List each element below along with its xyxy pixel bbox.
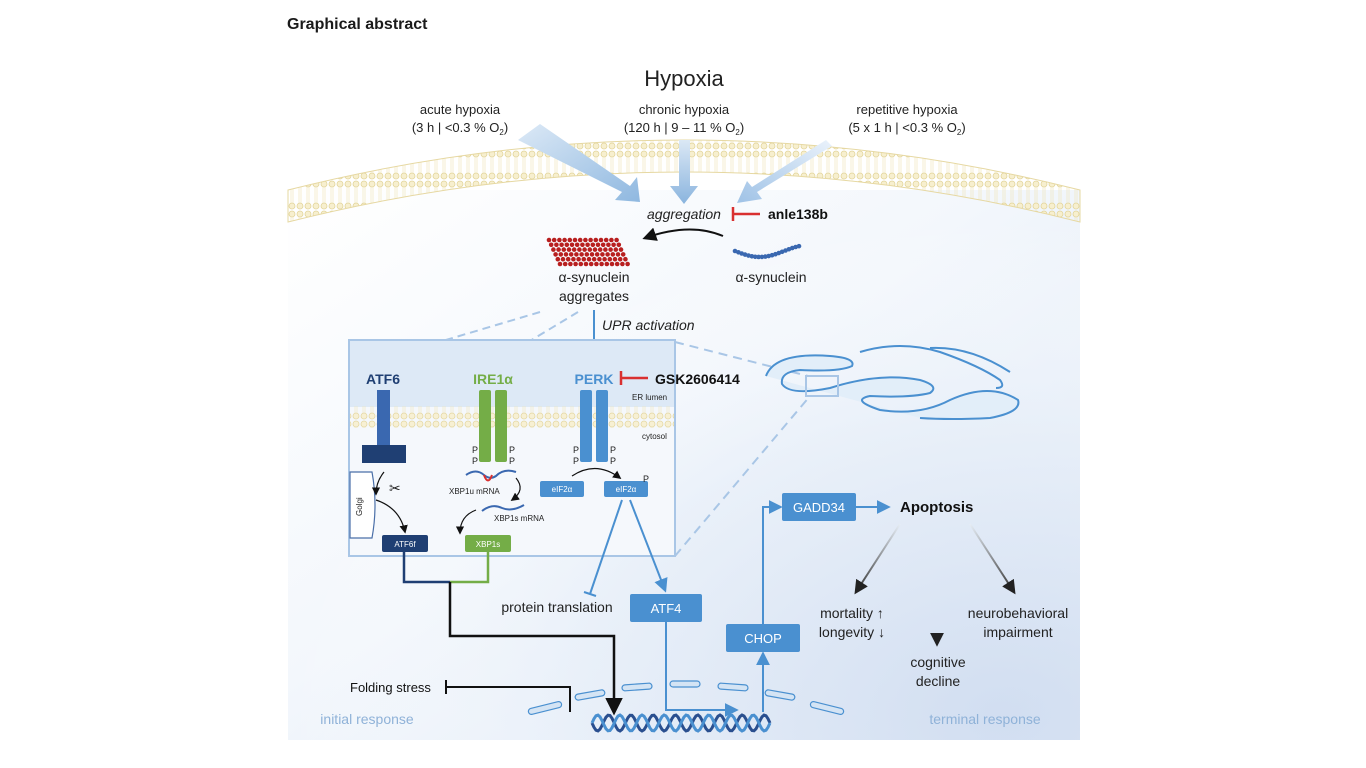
aggregates-label-2: aggregates	[559, 288, 629, 304]
ire1-label: IRE1α	[473, 371, 513, 387]
atf6-cytosolic-domain	[362, 445, 406, 463]
atf4-dna-arrow	[665, 622, 739, 717]
perk-p1: P	[573, 445, 579, 455]
monomer-icon	[732, 243, 802, 260]
translation-inhibition-line	[589, 499, 623, 595]
mortality-arrow	[854, 523, 901, 595]
ire1-receptor-left	[479, 390, 491, 462]
protein-translation-label: protein translation	[501, 599, 612, 615]
gadd34-label: GADD34	[793, 500, 845, 515]
xbp1s-label: XBP1s	[476, 540, 500, 549]
atf6f-label: ATF6f	[394, 540, 416, 549]
atf6-receptor	[377, 390, 390, 446]
xbp1s-box	[465, 535, 511, 552]
neuro-label-1: neurobehavioral	[968, 605, 1068, 621]
er-organelle-icon	[765, 345, 1020, 420]
cognitive-label-1: cognitive	[910, 654, 965, 670]
hypoxia-title: Hypoxia	[644, 66, 724, 91]
acute-hypoxia-condition: (3 h | <0.3 % O2)	[412, 120, 508, 137]
cytosol-label: cytosol	[642, 432, 667, 441]
repetitive-hypoxia-condition: (5 x 1 h | <0.3 % O2)	[848, 120, 965, 137]
eif2a-p-box	[604, 481, 648, 497]
acute-hypoxia-arrow	[518, 124, 640, 202]
xbp1u-label: XBP1u mRNA	[449, 487, 500, 496]
initial-response-label: initial response	[320, 711, 414, 727]
cognitive-label-2: decline	[916, 673, 961, 689]
chronic-hypoxia-arrow	[670, 140, 698, 204]
upr-label: UPR activation	[602, 317, 695, 333]
aggregates-label-1: α-synuclein	[558, 269, 629, 285]
xbp1s-arrow	[455, 509, 477, 535]
perk-p3: P	[610, 445, 616, 455]
gadd34-box	[782, 493, 856, 521]
nucleus-arrow	[448, 582, 623, 716]
ire1-p3: P	[509, 445, 515, 455]
xbp1-splice-arrow	[510, 477, 521, 501]
folding-stress-label: Folding stress	[350, 680, 431, 695]
eif2a-box	[540, 481, 584, 497]
aggregation-label: aggregation	[647, 206, 721, 222]
chronic-hypoxia-condition: (120 h | 9 – 11 % O2)	[624, 120, 744, 137]
atf4-box	[630, 594, 702, 622]
nuclear-envelope	[527, 680, 845, 715]
perk-p4: P	[610, 456, 616, 466]
dna-helix-icon	[590, 713, 772, 733]
translation-inhibition-bar	[583, 591, 597, 597]
repetitive-hypoxia-arrow	[737, 140, 832, 203]
er-zoom-marker	[805, 375, 839, 397]
ire1-p1: P	[472, 445, 478, 455]
golgi-label: Golgi	[355, 497, 364, 516]
atf6-label: ATF6	[366, 371, 400, 387]
terminal-response-label: terminal response	[929, 711, 1040, 727]
perk-p2: P	[573, 456, 579, 466]
chronic-hypoxia-label: chronic hypoxia	[639, 102, 730, 117]
apoptosis-label: Apoptosis	[900, 499, 973, 516]
monomer-label: α-synuclein	[735, 269, 806, 285]
scissors-icon: ✂	[389, 480, 401, 496]
neuro-label-2: impairment	[983, 624, 1052, 640]
perk-label: PERK	[575, 371, 614, 387]
golgi-icon	[349, 471, 376, 539]
folding-stress-line	[446, 686, 571, 712]
atf6f-box	[382, 535, 428, 552]
perk-receptor-right	[596, 390, 608, 462]
longevity-label: longevity ↓	[819, 624, 885, 640]
chop-label: CHOP	[744, 631, 782, 646]
aggregates-icon	[546, 237, 630, 267]
er-lumen-label: ER lumen	[632, 393, 667, 402]
eif2a-p-label: eIF2α	[616, 485, 637, 494]
atf6f-arrow	[375, 499, 408, 534]
acute-hypoxia-label: acute hypoxia	[420, 102, 501, 117]
xbp1s-line	[450, 552, 490, 584]
eif2a-p-phospho: P	[643, 474, 649, 484]
repetitive-hypoxia-label: repetitive hypoxia	[856, 102, 958, 117]
xbp1u-intron	[483, 474, 493, 482]
zoom-line-top	[674, 341, 809, 377]
neuro-arrow	[969, 523, 1016, 595]
eif2a-label: eIF2α	[552, 485, 573, 494]
ire1-p4: P	[509, 456, 515, 466]
zoom-line-bottom	[674, 395, 811, 557]
atf4-label: ATF4	[651, 601, 682, 616]
mortality-label: mortality ↑	[820, 605, 884, 621]
atf4-arrow	[629, 499, 668, 593]
eif2a-phosphorylation-arrow	[571, 467, 622, 480]
er-membrane	[350, 406, 674, 428]
gsk-label: GSK2606414	[655, 371, 740, 387]
anle138b-label: anle138b	[768, 206, 828, 222]
aggregation-arrow	[642, 227, 724, 241]
page-title: Graphical abstract	[287, 16, 428, 33]
chop-box	[726, 624, 800, 652]
perk-receptor-left	[580, 390, 592, 462]
ire1-receptor-right	[495, 390, 507, 462]
atf6-cleavage-arrow	[371, 471, 385, 496]
xbp1s-mrna-label: XBP1s mRNA	[494, 514, 545, 523]
xbp1s-mrna-icon	[481, 504, 525, 512]
ire1-p2: P	[472, 456, 478, 466]
atf6f-line	[402, 552, 450, 584]
gadd34-arrow	[762, 500, 783, 624]
